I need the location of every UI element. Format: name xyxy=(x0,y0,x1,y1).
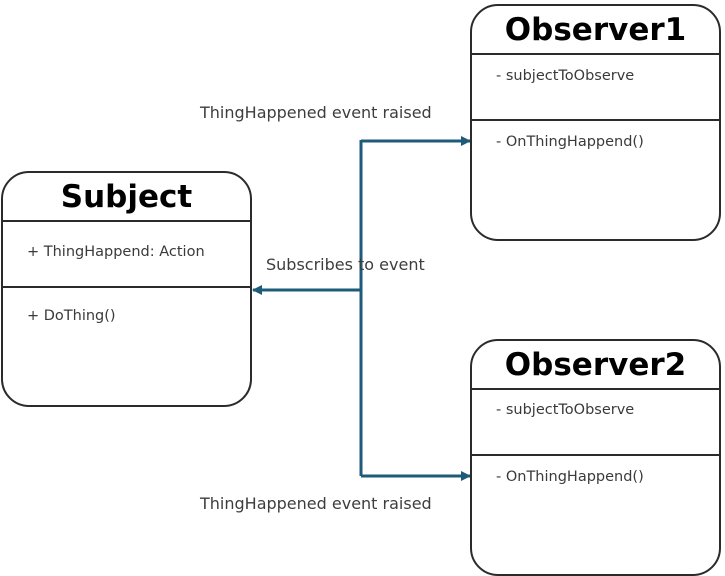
observer2-class-title: Observer2 xyxy=(504,347,687,383)
observer1-field-divider xyxy=(472,119,719,121)
subject-title-divider xyxy=(3,220,250,222)
observer2-field: - subjectToObserve xyxy=(496,402,635,418)
observer1-class-box: Observer1 - subjectToObserve - OnThingHa… xyxy=(470,4,721,241)
observer1-class-title: Observer1 xyxy=(504,12,687,48)
top-event-label: ThingHappened event raised xyxy=(200,103,432,122)
observer1-field: - subjectToObserve xyxy=(496,68,635,84)
observer2-class-box: Observer2 - subjectToObserve - OnThingHa… xyxy=(470,339,721,576)
subject-field-divider xyxy=(3,286,250,288)
subscribe-label: Subscribes to event xyxy=(266,255,425,274)
observer2-title-divider xyxy=(472,388,719,390)
subject-field: + ThingHappend: Action xyxy=(27,244,205,260)
bottom-event-label: ThingHappened event raised xyxy=(200,494,432,513)
observer1-title-divider xyxy=(472,53,719,55)
observer2-method: - OnThingHappend() xyxy=(496,469,644,485)
subject-class-title: Subject xyxy=(60,179,193,215)
subject-method: + DoThing() xyxy=(27,308,116,324)
observer1-method: - OnThingHappend() xyxy=(496,134,644,150)
observer2-field-divider xyxy=(472,454,719,456)
subject-class-box: Subject + ThingHappend: Action + DoThing… xyxy=(1,171,252,407)
